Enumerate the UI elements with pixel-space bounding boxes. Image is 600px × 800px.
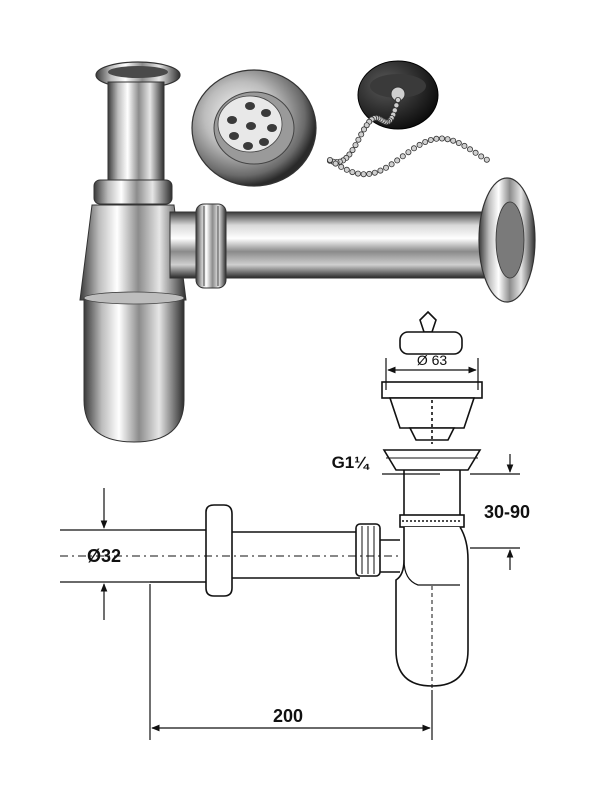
chain-bead bbox=[461, 142, 468, 149]
label-height-adjust: 30-90 bbox=[484, 502, 530, 522]
chain-bead bbox=[427, 136, 434, 143]
chain-bead bbox=[326, 156, 333, 163]
chain-bead bbox=[394, 157, 401, 164]
chain-bead bbox=[455, 139, 462, 146]
chain-bead bbox=[399, 153, 406, 160]
chain-bead bbox=[332, 160, 339, 167]
chain-bead bbox=[358, 131, 365, 138]
label-pipe-diameter: Ø32 bbox=[87, 546, 121, 566]
chain-bead bbox=[422, 138, 429, 145]
chain-bead bbox=[478, 153, 485, 160]
label-length: 200 bbox=[273, 706, 303, 726]
chain-bead bbox=[355, 136, 362, 143]
dim-strainer-diameter bbox=[385, 358, 479, 390]
chain-bead bbox=[466, 146, 473, 153]
chain-bead bbox=[394, 97, 401, 104]
technical-drawing bbox=[60, 310, 520, 740]
chain-bead bbox=[483, 156, 490, 163]
outlet-nut bbox=[195, 203, 227, 289]
drawing-strainer bbox=[381, 381, 483, 444]
chain bbox=[326, 97, 490, 178]
chain-bead bbox=[388, 161, 395, 168]
chain-bead bbox=[382, 164, 389, 171]
chain-bead bbox=[363, 122, 370, 129]
chain-bead bbox=[438, 135, 445, 142]
chain-bead bbox=[410, 145, 417, 152]
plug-photo bbox=[326, 60, 490, 178]
trap-cup bbox=[83, 297, 185, 443]
chain-bead bbox=[377, 167, 384, 174]
chain-bead bbox=[360, 171, 367, 178]
chain-bead bbox=[405, 149, 412, 156]
dim-length bbox=[149, 584, 433, 740]
drawing-flange bbox=[382, 449, 482, 471]
chain-bead bbox=[349, 147, 356, 154]
strainer-holes bbox=[227, 102, 277, 150]
dim-height bbox=[470, 454, 520, 570]
chain-bead bbox=[354, 170, 361, 177]
drawing-outlet-pipe bbox=[60, 504, 400, 597]
siphon-photo bbox=[79, 61, 536, 443]
chain-bead bbox=[352, 142, 359, 149]
chain-bead bbox=[472, 149, 479, 156]
inlet-pipe bbox=[107, 81, 165, 188]
label-thread: G1¼ bbox=[332, 453, 371, 472]
inlet-collar bbox=[93, 179, 173, 205]
label-strainer-diameter: Ø 63 bbox=[417, 352, 448, 368]
strainer-photo bbox=[191, 69, 317, 187]
dim-pipe-diameter bbox=[60, 488, 150, 620]
chain-bead bbox=[416, 141, 423, 148]
drawing-tail-pipe bbox=[399, 470, 465, 528]
chain-bead bbox=[393, 102, 400, 109]
chain-bead bbox=[366, 170, 373, 177]
chain-bead bbox=[338, 163, 345, 170]
chain-bead bbox=[371, 169, 378, 176]
chain-bead bbox=[433, 135, 440, 142]
chain-bead bbox=[360, 126, 367, 133]
chain-bead bbox=[450, 137, 457, 144]
drawing-stopper bbox=[399, 310, 463, 355]
drawing-trap bbox=[395, 526, 469, 690]
trap-body bbox=[79, 204, 187, 301]
chain-bead bbox=[349, 169, 356, 176]
chain-bead bbox=[343, 166, 350, 173]
chain-bead bbox=[444, 136, 451, 143]
